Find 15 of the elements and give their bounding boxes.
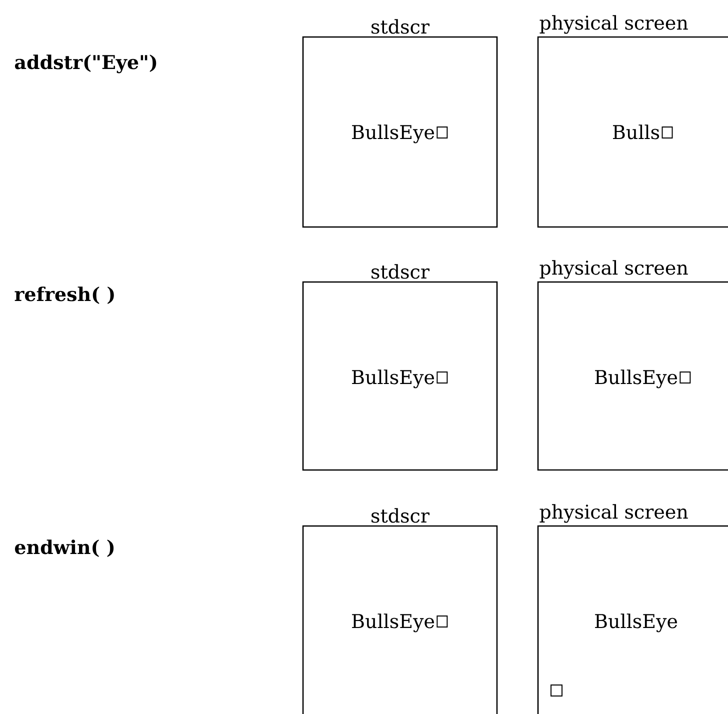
screen-label: physical screen (540, 15, 688, 34)
screen-text: BullsEye (352, 370, 434, 388)
call-label: refresh( ) (14, 286, 114, 304)
screen-text: BullsEye (352, 124, 434, 144)
screen-label: physical screen (540, 260, 688, 279)
call-label: endwin( ) (15, 540, 114, 557)
screen-label: stdscr (372, 19, 430, 34)
screen-text: Bulls (613, 124, 660, 140)
screen-label: physical screen (540, 504, 688, 523)
screen-text: BullsEye (352, 614, 434, 632)
screen-label: stdscr (372, 508, 430, 523)
screen-text: BullsEye (595, 614, 678, 632)
call-label: addstr("Eye") (15, 54, 156, 74)
screen-text: BullsEye (595, 370, 678, 388)
screen-label: stdscr (372, 264, 430, 279)
